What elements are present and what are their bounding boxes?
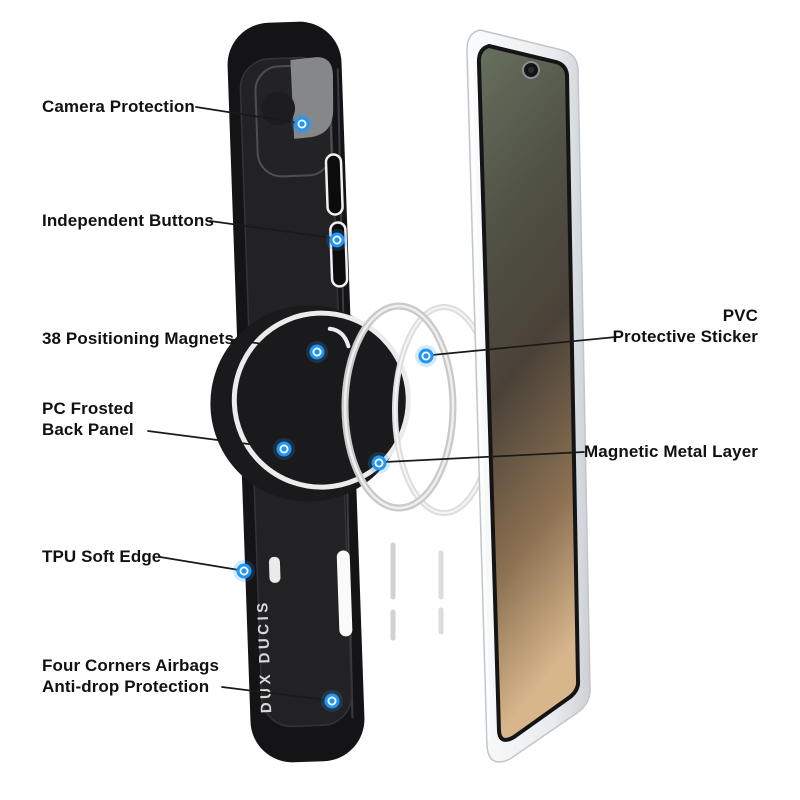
callout-label-camera-protection: Camera Protection: [42, 97, 195, 116]
callout-line: [227, 338, 313, 352]
case-speaker-cutout: [336, 550, 353, 637]
phone-camera-lens: [528, 67, 534, 73]
callout-label-magnetic-metal-layer: Magnetic Metal Layer: [584, 442, 758, 461]
callout-dot: [415, 345, 437, 367]
case-side-cutout: [268, 556, 281, 583]
callout-label-pc-frosted-back-panel: PC Frosted Back Panel: [42, 399, 134, 439]
magnet-ring-highlight: [343, 304, 455, 510]
case-button-power: [324, 153, 344, 216]
alignment-magnet-bars: [390, 542, 444, 641]
phone-frame-shine: [469, 61, 491, 741]
callout-line: [209, 220, 333, 239]
phone-screen: [476, 43, 581, 742]
callout-dot: [321, 690, 343, 712]
case-magnet-area: [210, 305, 407, 502]
callout-lines: [147, 106, 617, 701]
callout-dot: [368, 452, 390, 474]
callout-line: [431, 336, 617, 356]
phone: [466, 29, 591, 763]
callout-label-positioning-magnets: 38 Positioning Magnets: [42, 329, 235, 348]
callout-label-pvc-protective-sticker: PVC Protective Sticker: [612, 306, 758, 346]
callout-line: [195, 106, 299, 124]
callout-dot: [326, 229, 348, 251]
callout-dot: [233, 560, 255, 582]
callout-dot: [273, 438, 295, 460]
callout-line: [221, 686, 328, 701]
callout-label-tpu-soft-edge: TPU Soft Edge: [42, 547, 162, 566]
callout-label-four-corners-airbags: Four Corners Airbags Anti-drop Protectio…: [42, 656, 220, 696]
callout-dots: [233, 113, 437, 712]
callout-dot: [306, 341, 328, 363]
callout-dot: [291, 113, 313, 135]
case-camera-lens: [261, 91, 296, 126]
brand-print: DUX DUCIS: [254, 599, 275, 714]
callout-line: [384, 451, 585, 463]
case-ring-mark: [327, 326, 351, 349]
callout-label-independent-buttons: Independent Buttons: [42, 211, 214, 230]
callout-line: [147, 430, 280, 449]
case-magsafe-ring: [231, 310, 411, 490]
callout-line: [159, 556, 240, 571]
